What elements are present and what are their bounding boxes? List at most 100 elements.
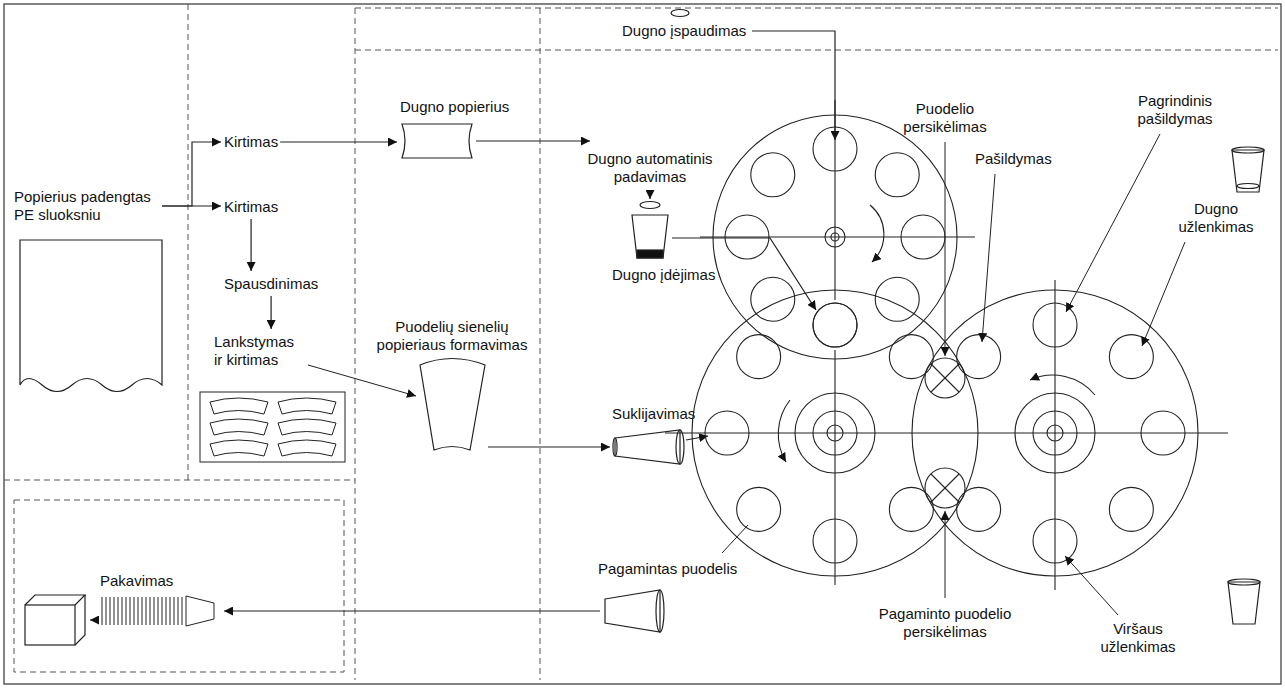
bottom-feed <box>640 202 660 209</box>
step-label: Pakavimas <box>100 572 173 590</box>
step-label: Pagaminto puodelio persikėlimas <box>875 605 1015 641</box>
step-text: Lankstymas ir kirtimas <box>214 333 302 369</box>
cup-icon <box>1232 147 1264 153</box>
section-divider <box>188 4 189 480</box>
cup-icon <box>1228 582 1260 624</box>
cup-stack <box>106 597 107 625</box>
leader-line <box>1065 556 1118 615</box>
step-label: Viršaus užlenkimas <box>1090 620 1186 656</box>
section-divider <box>14 500 344 672</box>
bottom-feed <box>637 250 663 258</box>
cup-stack <box>158 597 159 625</box>
turret-wheel <box>751 153 795 197</box>
cup-stack <box>130 597 131 625</box>
turret-wheel <box>931 474 959 502</box>
turret-wheel <box>705 411 749 455</box>
leader-line <box>722 134 1185 615</box>
blank-sheet <box>200 365 416 462</box>
process-step: Dugno popierius <box>398 95 511 165</box>
turret-wheel <box>1141 411 1185 455</box>
step-label: Dugno automatinis padavimas <box>575 150 725 186</box>
step-text: Kirtimas <box>224 198 278 216</box>
flow-arrow <box>250 219 251 271</box>
section-divider <box>540 8 541 680</box>
turret-wheel <box>931 474 959 502</box>
cup-stack <box>166 597 167 625</box>
cup-stack <box>162 597 163 625</box>
step-text: Dugno popierius <box>400 98 509 116</box>
cup-icon <box>656 590 664 632</box>
turret-wheel <box>1109 487 1153 531</box>
cup-stack <box>170 597 171 625</box>
paper-sheet <box>20 240 162 392</box>
process-step: Spausdinimas <box>222 272 320 296</box>
section-divider <box>355 50 1278 51</box>
cup-icon <box>1232 150 1264 192</box>
turret-wheel <box>834 350 835 585</box>
turret-wheel <box>870 205 884 262</box>
carton-box <box>25 605 75 645</box>
bottom-feed <box>671 10 689 17</box>
bottom-paper-strip <box>476 140 590 141</box>
turret-wheel <box>737 487 781 531</box>
glued-cone <box>676 430 684 464</box>
section-divider <box>355 8 356 680</box>
process-step: Lankstymas ir kirtimas <box>212 330 304 372</box>
leader-line <box>945 142 946 356</box>
frame-border <box>4 4 1281 684</box>
carton-box <box>25 595 85 605</box>
blank-sheet <box>210 398 268 414</box>
wall-blank <box>420 359 485 451</box>
cup-icon <box>1228 579 1260 585</box>
step-label: Pagamintas puodelis <box>598 560 737 578</box>
step-text: Popierius padengtas PE sluoksniu <box>14 188 160 224</box>
section-divider <box>4 4 1278 680</box>
turret-wheel <box>813 127 857 171</box>
turret-wheel <box>875 277 919 321</box>
step-label: Puodelio persikėlimas <box>890 100 1000 136</box>
cup-stack <box>110 597 111 625</box>
blank-sheet <box>200 392 345 462</box>
wall-blank <box>420 359 610 451</box>
turret-wheel <box>875 153 919 197</box>
cup-stack <box>134 597 135 625</box>
glued-cone <box>615 430 680 464</box>
cup-stack <box>90 596 214 626</box>
glued-cone <box>686 436 708 440</box>
section-divider <box>355 8 1278 9</box>
leader-line <box>982 174 995 342</box>
step-label: Pašildymas <box>975 150 1052 168</box>
blank-sheet <box>210 440 268 456</box>
step-text: Kirtimas <box>224 133 278 151</box>
bottom-feed <box>632 215 668 258</box>
wall-blank <box>488 446 610 447</box>
flow-arrow <box>162 205 221 206</box>
turret-wheel <box>700 236 975 237</box>
carton-box <box>75 595 85 645</box>
step-label: Dugno užlenkimas <box>1168 200 1264 236</box>
flow-arrow <box>280 141 397 142</box>
flow-arrow <box>162 142 221 206</box>
turret-wheel <box>1033 303 1077 347</box>
blank-sheet <box>308 365 416 396</box>
turret-wheel <box>925 358 965 398</box>
step-label: Dugno įspaudimas <box>622 22 746 40</box>
leader-line <box>945 511 946 598</box>
cup-stack <box>182 597 183 625</box>
turret-wheel <box>778 400 790 462</box>
blank-sheet <box>278 440 336 456</box>
turret-wheel <box>925 468 965 508</box>
glued-cone <box>613 430 708 464</box>
cup-stack <box>174 597 175 625</box>
turret-wheel <box>813 519 857 563</box>
turret-wheel <box>901 215 945 259</box>
step-label: Puodelių sienelių popieriaus formavimas <box>368 318 536 354</box>
cup-icon <box>1237 184 1259 189</box>
cup-stack <box>118 597 119 625</box>
turret-wheel <box>725 215 769 259</box>
turret-wheel <box>737 335 781 379</box>
turret-wheel <box>889 487 933 531</box>
glued-cone <box>613 438 617 456</box>
blank-sheet <box>278 398 336 414</box>
